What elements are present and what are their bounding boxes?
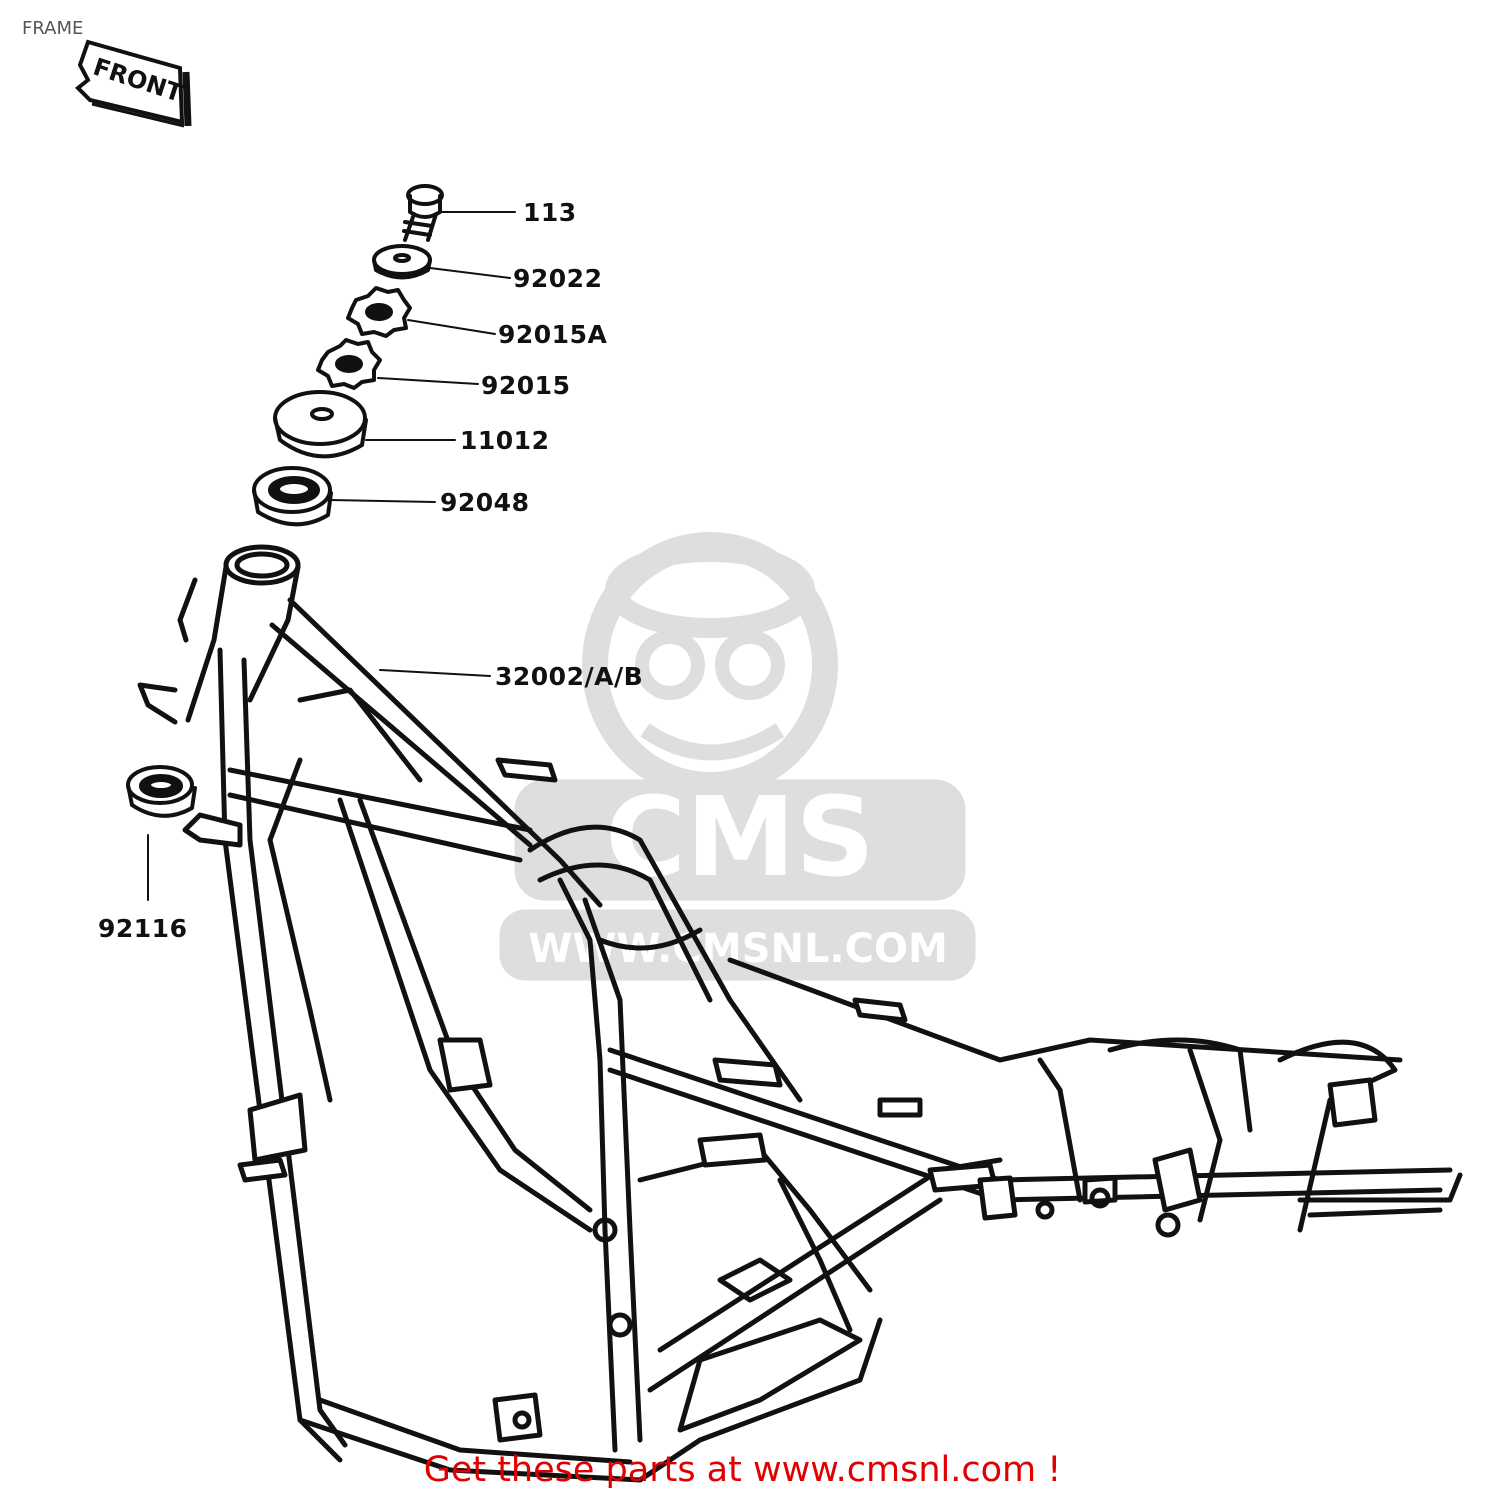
- part-92022-washer: [372, 244, 432, 280]
- part-32002-frame: [137, 544, 1463, 1483]
- front-direction-arrow: FRONT: [75, 39, 192, 128]
- cms-watermark: CMS WWW.CMSNL.COM: [499, 532, 976, 981]
- callout-92022: 92022: [513, 264, 603, 293]
- parts-link[interactable]: Get these parts at www.cmsnl.com !: [423, 1450, 1062, 1490]
- part-113-bolt: [402, 184, 444, 242]
- part-92015-nut: [316, 338, 382, 390]
- callout-113: 113: [523, 198, 577, 227]
- watermark-url-plate: [499, 909, 976, 981]
- part-92015A-nut: [346, 286, 412, 338]
- callout-32002: 32002/A/B: [495, 662, 644, 691]
- leader-lines: [147, 211, 516, 901]
- callout-92048: 92048: [440, 488, 530, 517]
- callout-92015: 92015: [481, 371, 571, 400]
- part-11012-cap: [273, 390, 368, 459]
- callout-92015A: 92015A: [498, 320, 608, 349]
- part-92116-bearing: [126, 765, 197, 818]
- callout-11012: 11012: [460, 426, 550, 455]
- callout-92116: 92116: [98, 914, 188, 943]
- part-92048-bearing: [252, 466, 333, 527]
- page-title: FRAME: [22, 18, 84, 39]
